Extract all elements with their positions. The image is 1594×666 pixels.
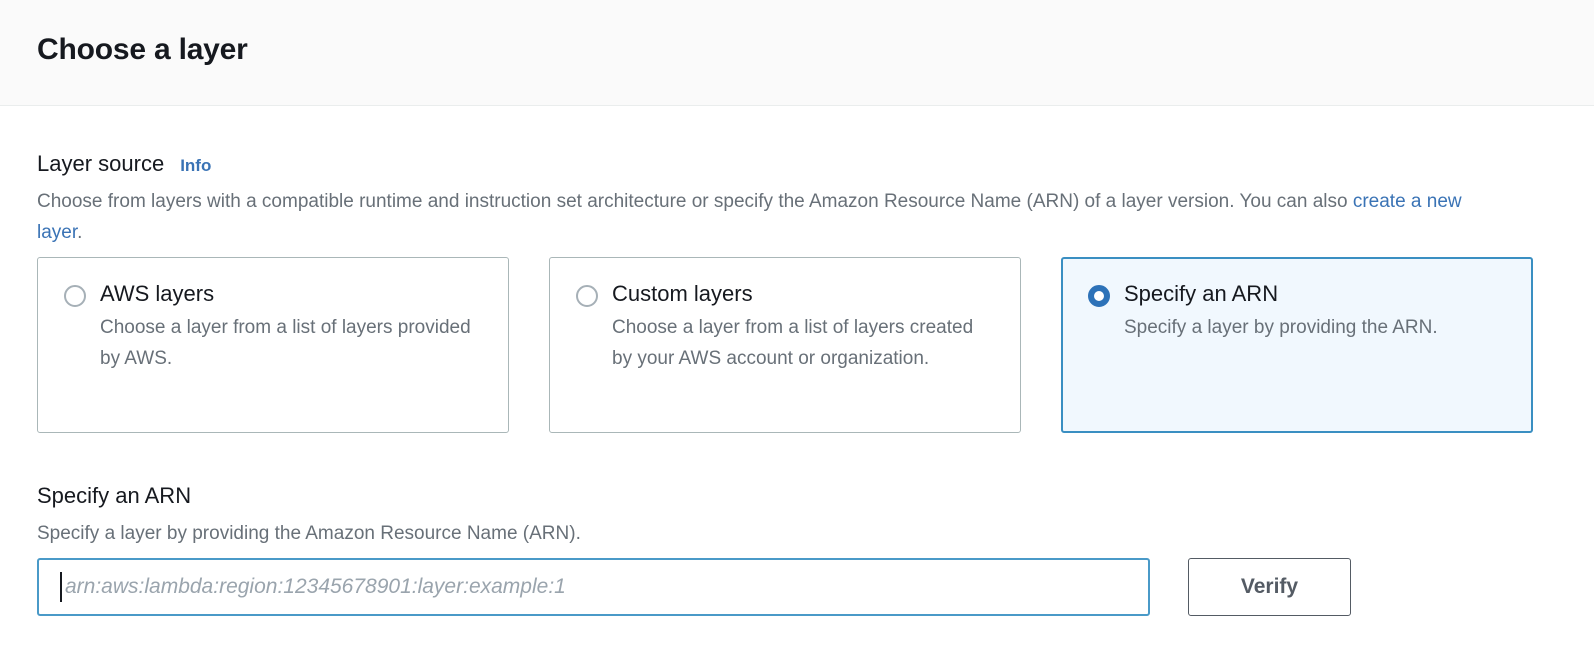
radio-unselected-icon[interactable] xyxy=(64,285,86,307)
radio-unselected-icon[interactable] xyxy=(576,285,598,307)
arn-section-title: Specify an ARN xyxy=(37,483,192,508)
option-title: Custom layers xyxy=(612,281,753,306)
dialog-title: Choose a layer xyxy=(37,33,248,66)
option-head: Specify an ARN xyxy=(1088,280,1508,308)
layer-source-description: Choose from layers with a compatible run… xyxy=(37,186,1497,248)
option-description: Choose a layer from a list of layers pro… xyxy=(100,317,471,369)
verify-button[interactable]: Verify xyxy=(1188,558,1351,616)
arn-input-wrapper xyxy=(37,558,1150,616)
layer-source-option-specify-an-arn[interactable]: Specify an ARN Specify a layer by provid… xyxy=(1061,257,1533,433)
option-head: AWS layers xyxy=(64,280,484,308)
layer-source-description-text: Choose from layers with a compatible run… xyxy=(37,191,1353,212)
arn-input[interactable] xyxy=(37,558,1150,616)
arn-input-row: Verify xyxy=(37,558,1351,616)
layer-source-info-link[interactable]: Info xyxy=(180,156,212,175)
text-cursor-icon xyxy=(60,572,62,602)
layer-source-option-custom-layers[interactable]: Custom layers Choose a layer from a list… xyxy=(549,257,1021,433)
option-description: Choose a layer from a list of layers cre… xyxy=(612,317,974,369)
dialog-body: Layer source Info Choose from layers wit… xyxy=(0,106,1594,666)
create-a-new-layer-link[interactable]: create a new layer xyxy=(37,191,1462,243)
layer-source-options: AWS layers Choose a layer from a list of… xyxy=(37,257,1533,433)
layer-source-label-row: Layer source Info xyxy=(37,150,211,178)
dialog-header: Choose a layer xyxy=(0,0,1594,106)
option-head: Custom layers xyxy=(576,280,996,308)
option-description: Specify a layer by providing the ARN. xyxy=(1124,317,1438,338)
layer-source-description-period: . xyxy=(77,222,83,243)
layer-source-option-aws-layers[interactable]: AWS layers Choose a layer from a list of… xyxy=(37,257,509,433)
layer-source-label: Layer source xyxy=(37,151,165,176)
option-title: Specify an ARN xyxy=(1124,281,1279,306)
radio-selected-icon[interactable] xyxy=(1088,285,1110,307)
option-title: AWS layers xyxy=(100,281,215,306)
arn-section-description: Specify a layer by providing the Amazon … xyxy=(37,523,581,544)
